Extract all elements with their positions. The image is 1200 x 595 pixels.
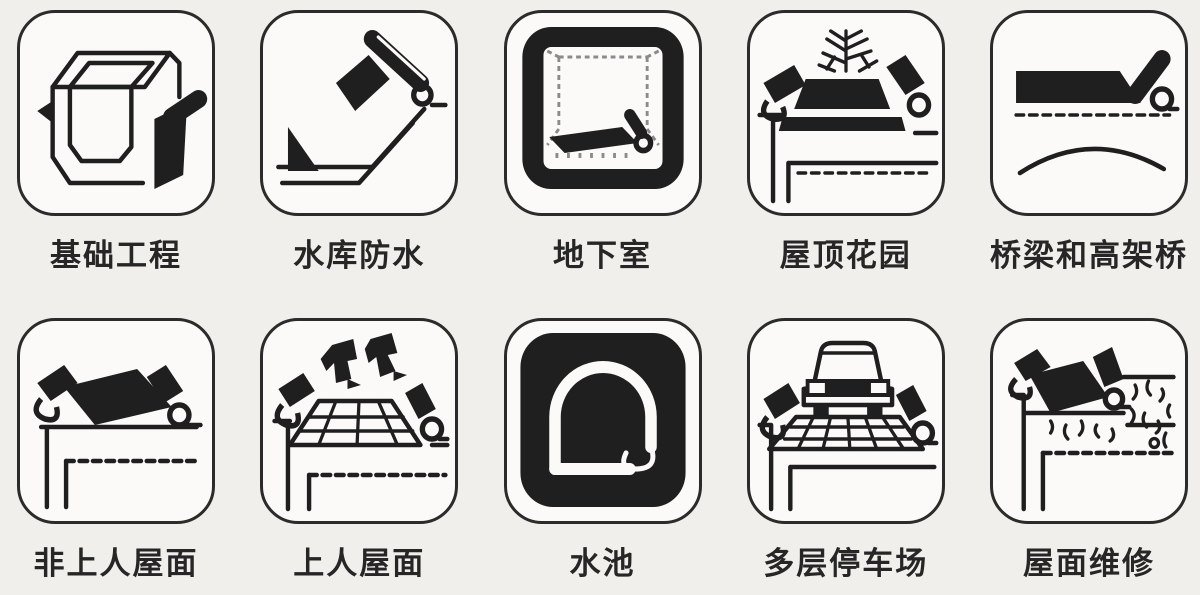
scenario-card-reservoir: 水库防水 <box>260 10 459 288</box>
bridge-viaduct-icon <box>1014 50 1180 176</box>
scenario-label: 非上人屋面 <box>33 545 199 581</box>
parking-deck-icon <box>757 340 939 511</box>
tile-parking <box>746 317 945 524</box>
tile-walkable-roof <box>260 317 459 524</box>
reservoir-slope-icon <box>276 30 448 186</box>
tile-foundation <box>17 10 215 216</box>
scenario-label: 水库防水 <box>293 238 426 273</box>
scenario-label: 桥梁和高架桥 <box>990 238 1188 273</box>
scenario-card-walkable-roof: 上人屋面 <box>260 317 459 595</box>
tile-bridge <box>990 10 1188 216</box>
roof-garden-icon <box>757 29 939 204</box>
scenario-card-roof-repair: 屋面维修 <box>990 317 1188 595</box>
tile-roof-garden <box>746 10 945 216</box>
water-pool-icon <box>519 332 686 507</box>
scenario-card-bridge: 桥梁和高架桥 <box>990 10 1188 288</box>
scenario-card-parking: 多层停车场 <box>746 317 945 595</box>
tile-basement <box>503 10 702 216</box>
tile-non-walkable-roof <box>17 317 215 524</box>
scenario-label: 地下室 <box>553 238 652 273</box>
scenario-label: 屋顶花园 <box>779 238 912 273</box>
walkable-roof-icon <box>272 332 450 511</box>
scenario-label: 水池 <box>569 545 636 581</box>
scenario-card-non-walkable-roof: 非上人屋面 <box>17 317 215 595</box>
scenario-card-basement: 地下室 <box>503 10 702 288</box>
tile-water-pool <box>503 317 702 524</box>
scenario-card-roof-garden: 屋顶花园 <box>746 10 945 288</box>
scenario-label: 多层停车场 <box>763 545 929 581</box>
tile-roof-repair <box>990 317 1188 524</box>
scenario-card-water-pool: 水池 <box>503 317 702 595</box>
basement-icon <box>521 27 684 189</box>
roof-repair-icon <box>1008 346 1176 511</box>
foundation-pit-icon <box>37 50 208 189</box>
scenario-label: 基础工程 <box>50 238 182 273</box>
scenario-label: 屋面维修 <box>1023 545 1155 581</box>
scenario-label: 上人屋面 <box>293 545 426 581</box>
tile-reservoir <box>260 10 459 216</box>
scenario-card-foundation: 基础工程 <box>17 10 215 288</box>
non-walkable-roof-icon <box>33 364 203 509</box>
